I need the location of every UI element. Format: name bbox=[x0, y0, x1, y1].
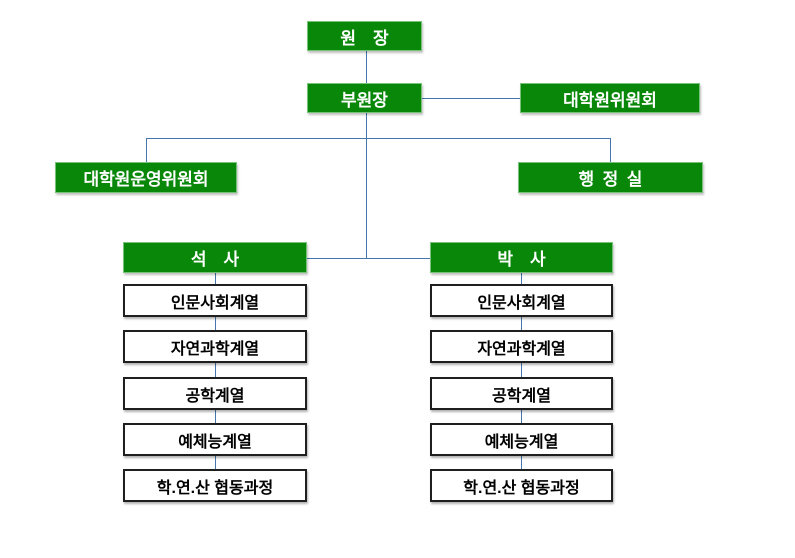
track-label: 예체능계열 bbox=[178, 433, 252, 451]
node-doctoral: 박 사 bbox=[430, 242, 613, 273]
track-label: 자연과학계열 bbox=[477, 340, 566, 358]
track-label: 자연과학계열 bbox=[170, 340, 260, 358]
connector-doctoral-column-spine bbox=[521, 273, 522, 470]
connector-masters-column-spine bbox=[215, 273, 216, 470]
node-masters-track-cooperative-program: 학.연.산 협동과정 bbox=[123, 469, 307, 502]
node-masters: 석 사 bbox=[123, 242, 307, 273]
node-graduate-committee: 대학원위원회 bbox=[520, 83, 700, 113]
connector-director-to-vice bbox=[366, 51, 367, 83]
node-masters-label: 석 사 bbox=[190, 250, 240, 269]
track-label: 공학계열 bbox=[185, 387, 245, 405]
track-label: 학.연.산 협동과정 bbox=[156, 479, 274, 497]
node-doctoral-label: 박 사 bbox=[497, 250, 546, 269]
node-director: 원 장 bbox=[307, 21, 422, 51]
node-director-label: 원 장 bbox=[340, 28, 389, 48]
node-admin-office: 행 정 실 bbox=[518, 162, 703, 193]
connector-row2-horizontal bbox=[146, 138, 611, 139]
node-masters-track-natural-sciences: 자연과학계열 bbox=[123, 330, 307, 363]
connector-drop-admin-office bbox=[610, 138, 611, 162]
node-doctoral-track-cooperative-program: 학.연.산 협동과정 bbox=[430, 469, 613, 502]
node-operating-committee: 대학원운영위원회 bbox=[55, 162, 237, 193]
node-admin-office-label: 행 정 실 bbox=[578, 170, 643, 189]
node-doctoral-track-humanities-social: 인문사회계열 bbox=[430, 284, 613, 317]
track-label: 인문사회계열 bbox=[477, 294, 566, 312]
node-doctoral-track-engineering: 공학계열 bbox=[430, 377, 613, 410]
node-vice-director: 부원장 bbox=[307, 83, 422, 113]
track-label: 예체능계열 bbox=[484, 433, 559, 451]
track-label: 인문사회계열 bbox=[170, 294, 260, 312]
node-doctoral-track-arts-physical: 예체능계열 bbox=[430, 423, 613, 456]
node-operating-committee-label: 대학원운영위원회 bbox=[83, 170, 209, 189]
node-doctoral-track-natural-sciences: 자연과학계열 bbox=[430, 330, 613, 363]
node-vice-director-label: 부원장 bbox=[341, 90, 388, 110]
connector-vice-center-drop bbox=[366, 113, 367, 258]
connector-masters-to-doctoral bbox=[307, 258, 430, 259]
connector-drop-operating-committee bbox=[146, 138, 147, 162]
node-masters-track-engineering: 공학계열 bbox=[123, 377, 307, 410]
node-masters-track-humanities-social: 인문사회계열 bbox=[123, 284, 307, 317]
connector-vice-to-grad-committee bbox=[422, 98, 520, 99]
track-label: 공학계열 bbox=[492, 387, 551, 405]
node-graduate-committee-label: 대학원위원회 bbox=[563, 90, 657, 110]
track-label: 학.연.산 협동과정 bbox=[463, 479, 580, 497]
node-masters-track-arts-physical: 예체능계열 bbox=[123, 423, 307, 456]
